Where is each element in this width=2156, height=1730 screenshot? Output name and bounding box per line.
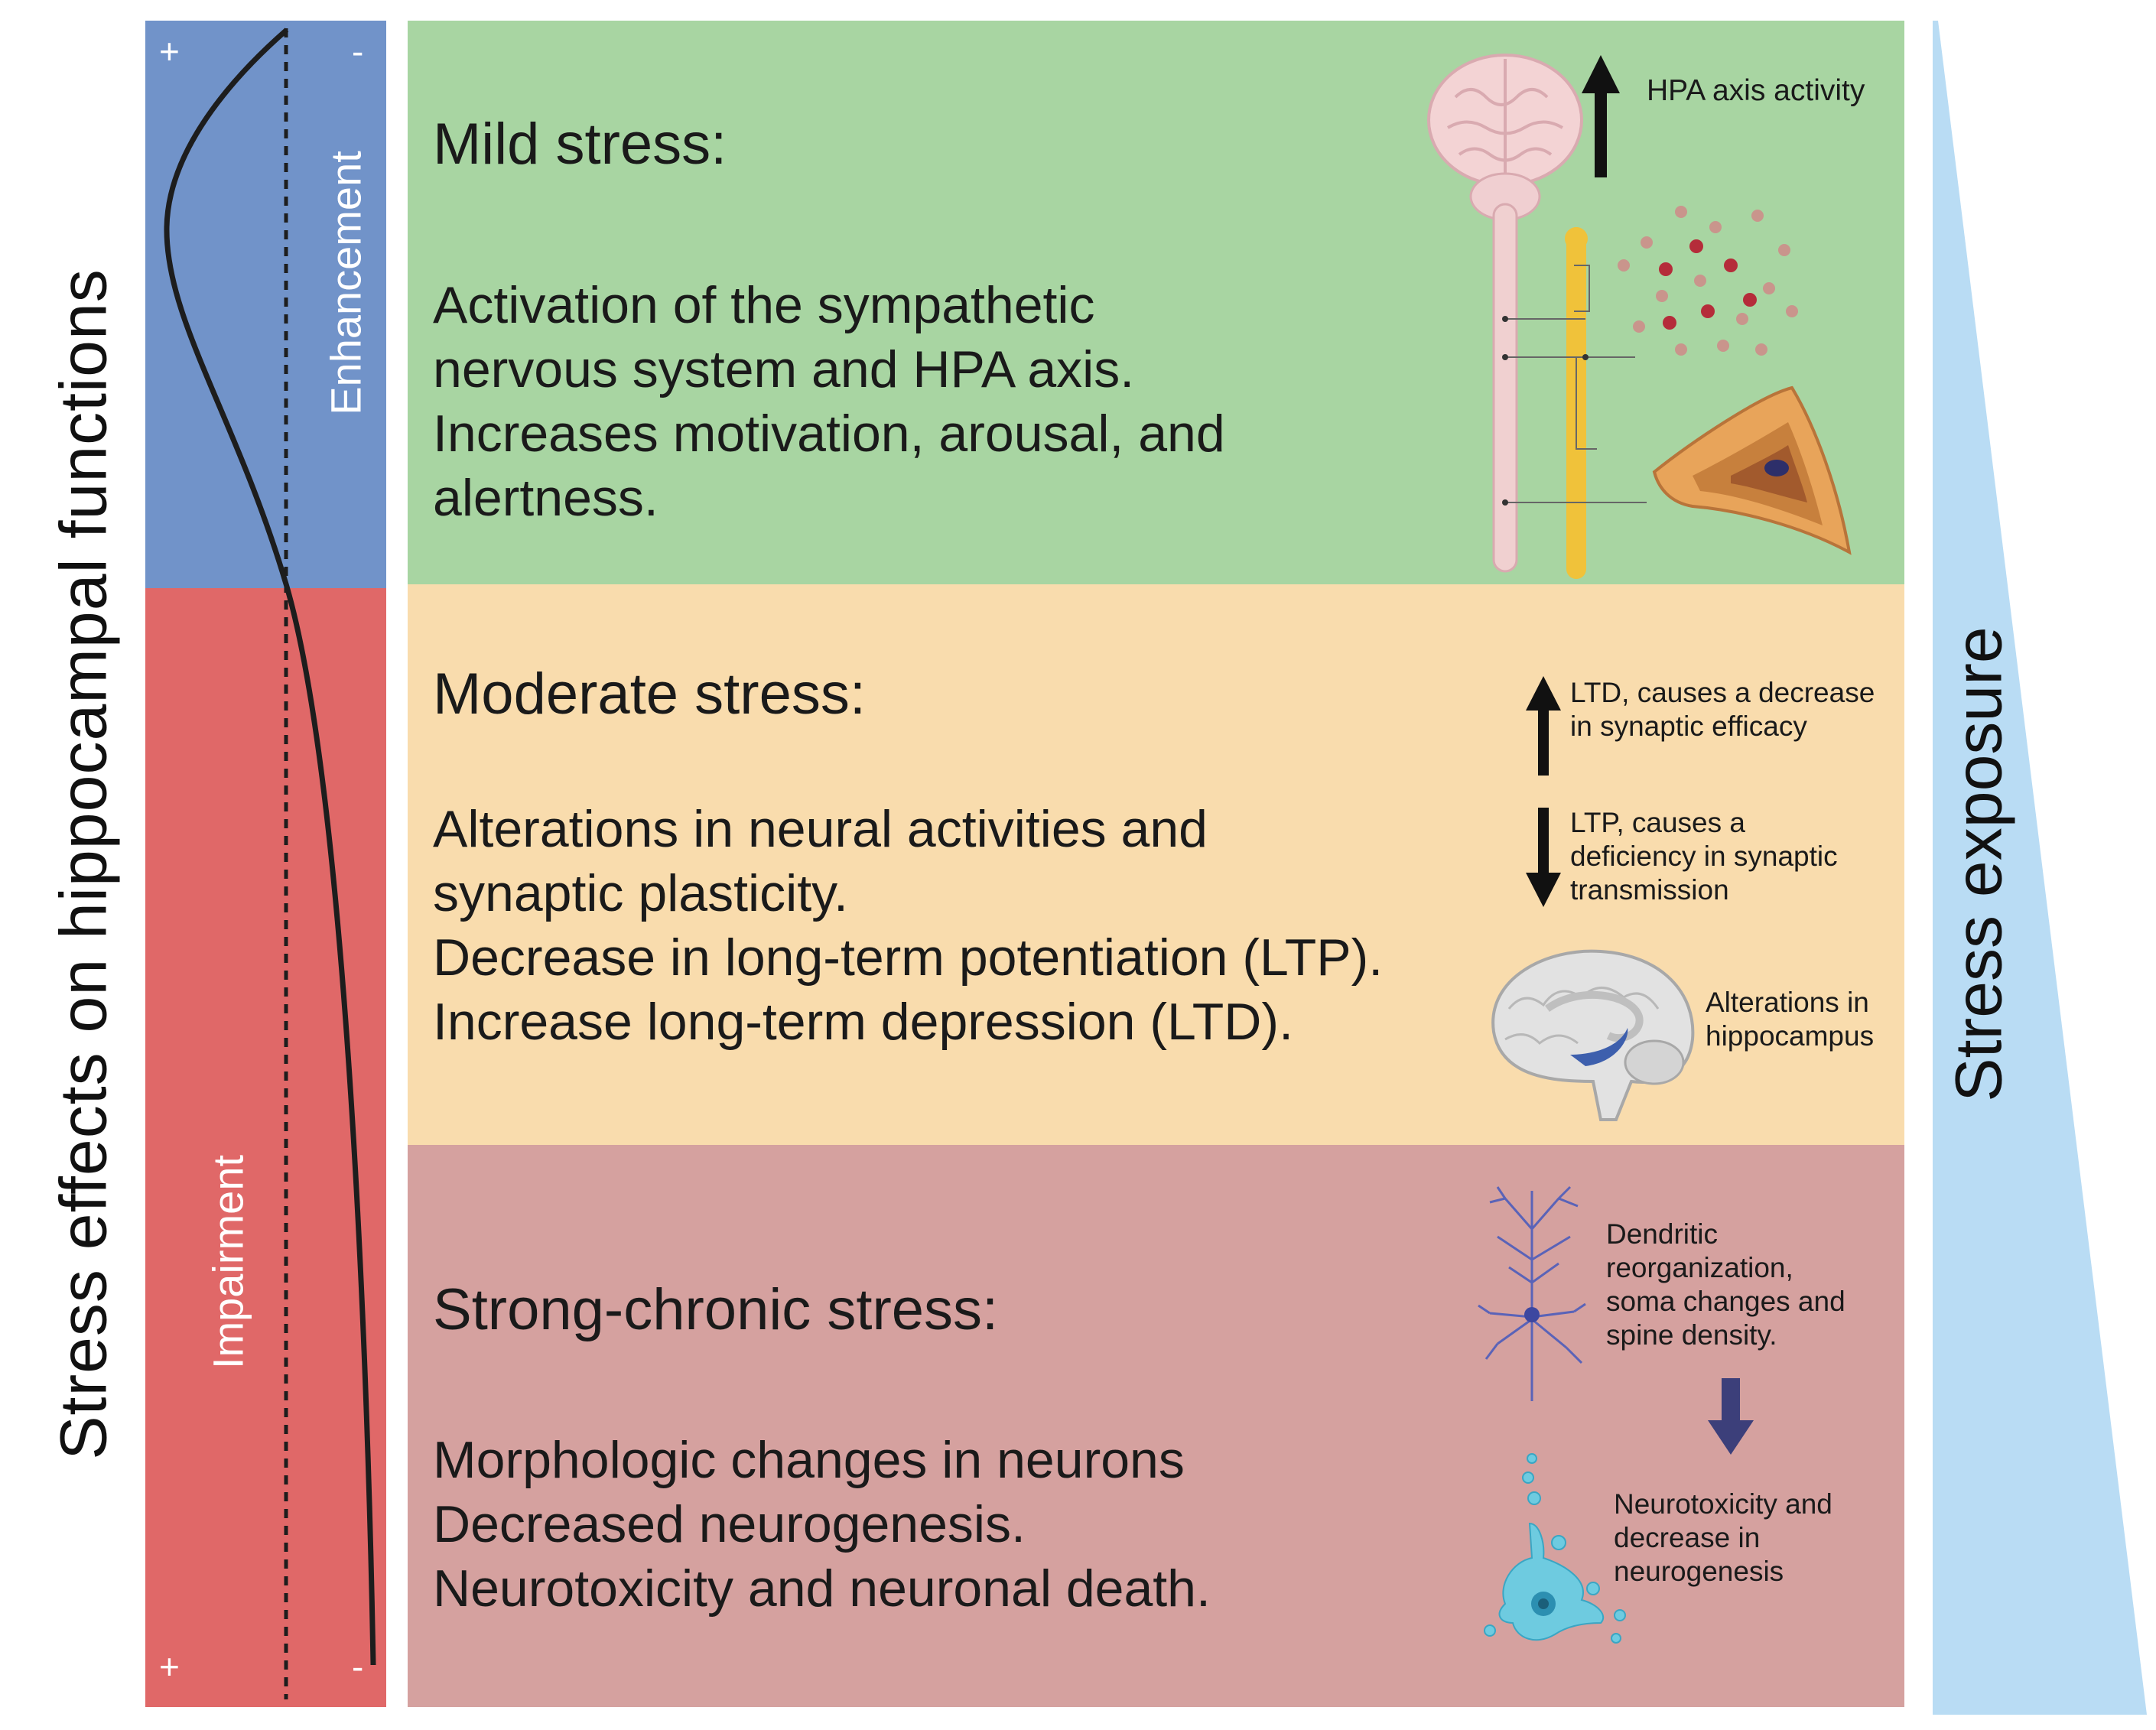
dendritic-note-line-4: spine density. bbox=[1606, 1319, 1777, 1351]
ltp-down-arrow-icon bbox=[1526, 808, 1561, 907]
up-arrow-icon bbox=[1582, 55, 1620, 177]
strong-line-1: Morphologic changes in neurons bbox=[433, 1431, 1185, 1489]
neurotox-note-line-3: neurogenesis bbox=[1614, 1556, 1784, 1587]
neurotoxicity-note: Neurotoxicity and decrease in neurogenes… bbox=[1614, 1488, 1832, 1589]
minus-sign-bottom: - bbox=[352, 1647, 364, 1686]
dendritic-note-line-3: soma changes and bbox=[1606, 1286, 1845, 1317]
moderate-heading: Moderate stress: bbox=[433, 662, 866, 727]
pyramidal-neuron-icon bbox=[1478, 1185, 1586, 1401]
hippocampus-note: Alterations in hippocampus bbox=[1706, 986, 1874, 1053]
x-axis-title: Stress exposure bbox=[1942, 626, 2016, 1102]
neurotox-note-line-2: decrease in bbox=[1614, 1522, 1761, 1553]
moderate-line-2: synaptic plasticity. bbox=[433, 864, 848, 922]
dendritic-note: Dendritic reorganization, soma changes a… bbox=[1606, 1218, 1845, 1352]
mild-line-3: Increases motivation, arousal, and bbox=[433, 405, 1225, 463]
enhancement-zone bbox=[145, 21, 386, 588]
mild-line-2: nervous system and HPA axis. bbox=[433, 340, 1135, 398]
down-arrow-icon bbox=[1708, 1378, 1754, 1455]
ltd-note-line-2: in synaptic efficacy bbox=[1570, 711, 1807, 742]
mild-line-4: alertness. bbox=[433, 469, 659, 527]
stress-response-curve-graphic bbox=[164, 28, 376, 1699]
inverted-u-curve bbox=[164, 28, 376, 1666]
moderate-line-3: Decrease in long-term potentiation (LTP)… bbox=[433, 928, 1384, 987]
y-axis-title: Stress effects on hippocampal functions bbox=[47, 268, 121, 1460]
adrenal-gland-icon bbox=[1652, 385, 1852, 555]
plus-sign-top: + bbox=[159, 31, 180, 71]
moderate-line-4: Increase long-term depression (LTD). bbox=[433, 993, 1293, 1051]
ltd-note-line-1: LTD, causes a decrease bbox=[1570, 677, 1875, 708]
strong-description: Morphologic changes in neurons Decreased… bbox=[433, 1428, 1211, 1621]
strong-line-2: Decreased neurogenesis. bbox=[433, 1495, 1026, 1553]
brain-spinal-cord-icon bbox=[1427, 54, 1647, 579]
hippocampus-brain-icon bbox=[1491, 949, 1695, 1121]
dendritic-note-line-2: reorganization, bbox=[1606, 1252, 1793, 1283]
strong-line-3: Neurotoxicity and neuronal death. bbox=[433, 1559, 1211, 1618]
ltp-note-line-3: transmission bbox=[1570, 874, 1729, 906]
mild-line-1: Activation of the sympathetic bbox=[433, 276, 1095, 334]
ltd-note: LTD, causes a decrease in synaptic effic… bbox=[1570, 676, 1875, 743]
neurotox-note-line-1: Neurotoxicity and bbox=[1614, 1488, 1832, 1520]
stress-exposure-wedge bbox=[1933, 21, 2147, 1715]
impairment-zone bbox=[145, 588, 386, 1707]
strong-heading: Strong-chronic stress: bbox=[433, 1277, 999, 1342]
minus-sign-top: - bbox=[352, 31, 364, 71]
hippocampus-note-line-2: hippocampus bbox=[1706, 1020, 1875, 1052]
hpa-axis-label: HPA axis activity bbox=[1647, 74, 1865, 107]
ltp-note-line-2: deficiency in synaptic bbox=[1570, 841, 1838, 872]
ltd-up-arrow-icon bbox=[1526, 676, 1561, 776]
moderate-line-1: Alterations in neural activities and bbox=[433, 800, 1208, 858]
ltp-note-line-1: LTP, causes a bbox=[1570, 807, 1745, 838]
moderate-stress-panel: Moderate stress: Alterations in neural a… bbox=[408, 584, 1904, 1145]
mild-heading: Mild stress: bbox=[433, 112, 727, 177]
moderate-description: Alterations in neural activities and syn… bbox=[433, 797, 1383, 1054]
hormone-molecules-icon bbox=[1618, 206, 1798, 356]
mild-stress-panel: Mild stress: Activation of the sympathet… bbox=[408, 21, 1904, 584]
plus-sign-bottom: + bbox=[159, 1647, 180, 1686]
mild-description: Activation of the sympathetic nervous sy… bbox=[433, 273, 1225, 530]
degenerating-neuron-icon bbox=[1484, 1453, 1626, 1644]
hippocampus-note-line-1: Alterations in bbox=[1706, 987, 1869, 1018]
strong-chronic-stress-panel: Strong-chronic stress: Morphologic chang… bbox=[408, 1145, 1904, 1707]
ltp-note: LTP, causes a deficiency in synaptic tra… bbox=[1570, 806, 1838, 907]
dendritic-note-line-1: Dendritic bbox=[1606, 1218, 1718, 1250]
